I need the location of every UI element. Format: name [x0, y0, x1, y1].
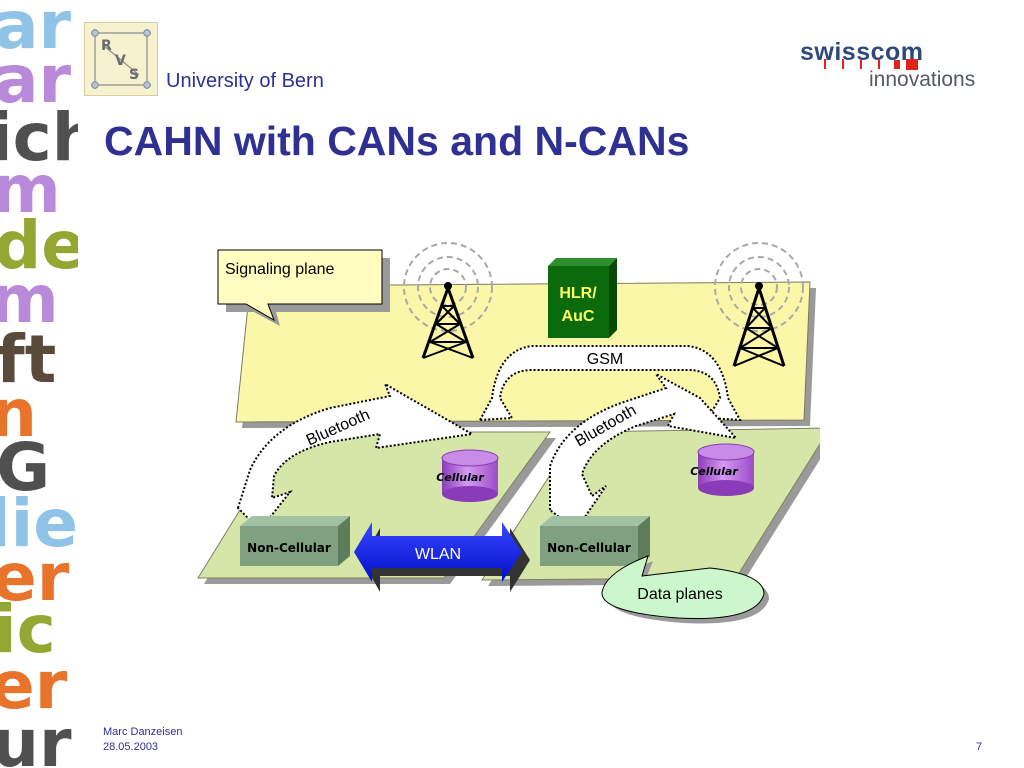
data-planes-label: Data planes	[637, 586, 722, 603]
sidebar-fragment: ar	[0, 0, 72, 64]
signaling-plane-label: Signaling plane	[225, 261, 335, 278]
wlan-arrow: WLAN	[354, 522, 530, 592]
sidebar-fragment: ft	[0, 321, 56, 398]
sidebar-fragment: m	[0, 151, 61, 228]
sidebar-fragment: er	[0, 647, 68, 724]
cellular-node-right: Cellular	[690, 443, 755, 496]
sidebar-fragment: ich	[0, 99, 78, 176]
page-title: CAHN with CANs and N-CANs	[104, 118, 690, 164]
sidebar-fragment: de	[0, 207, 78, 284]
sidebar-fragment: er	[0, 539, 70, 616]
brand-sub: innovations	[869, 68, 976, 91]
footer-author: Marc Danzeisen	[103, 726, 183, 738]
sidebar-fragment: ic	[0, 591, 56, 668]
sidebar-fragment: lie	[0, 485, 78, 562]
hlr-auc-box: HLR/ AuC	[548, 258, 617, 338]
non-cellular-box-right: Non-Cellular	[540, 516, 650, 566]
rvs-logo: R V S	[84, 22, 158, 96]
sidebar-fragment: n	[0, 375, 37, 452]
signaling-plane-callout: Signaling plane	[217, 249, 390, 326]
cellular-node-left: Cellular	[436, 449, 499, 502]
logo-letter: V	[115, 53, 126, 69]
sidebar-fragment: ur	[0, 705, 72, 768]
hlr-label-1: HLR/	[559, 285, 597, 302]
page-number: 7	[976, 741, 983, 753]
non-cellular-box-left: Non-Cellular	[240, 516, 350, 566]
footer-date: 28.05.2003	[103, 741, 159, 753]
hlr-label-2: AuC	[562, 308, 595, 325]
non-cellular-label-right: Non-Cellular	[547, 541, 631, 555]
decorative-sidebar: ar ar ich m de m ft n G lie er ic er ur	[0, 0, 78, 768]
gsm-label: GSM	[587, 351, 623, 368]
cellular-label-right: Cellular	[690, 465, 738, 478]
non-cellular-label-left: Non-Cellular	[247, 541, 331, 555]
sidebar-fragment: G	[0, 429, 50, 506]
data-planes-callout: Data planes	[601, 555, 769, 624]
network-diagram: HLR/ AuC	[180, 230, 820, 640]
sidebar-fragment: m	[0, 261, 59, 338]
wlan-label: WLAN	[415, 546, 461, 563]
cellular-label-left: Cellular	[436, 471, 484, 484]
logo-letter: R	[101, 38, 112, 54]
gsm-arrow: GSM	[478, 345, 742, 422]
antenna-tower-right-icon	[714, 242, 804, 367]
brand-bars	[824, 58, 924, 76]
university-name: University of Bern	[166, 70, 324, 92]
logo-letter: S	[129, 67, 139, 83]
sidebar-fragment: ar	[0, 41, 72, 118]
antenna-tower-left-icon	[403, 242, 493, 359]
